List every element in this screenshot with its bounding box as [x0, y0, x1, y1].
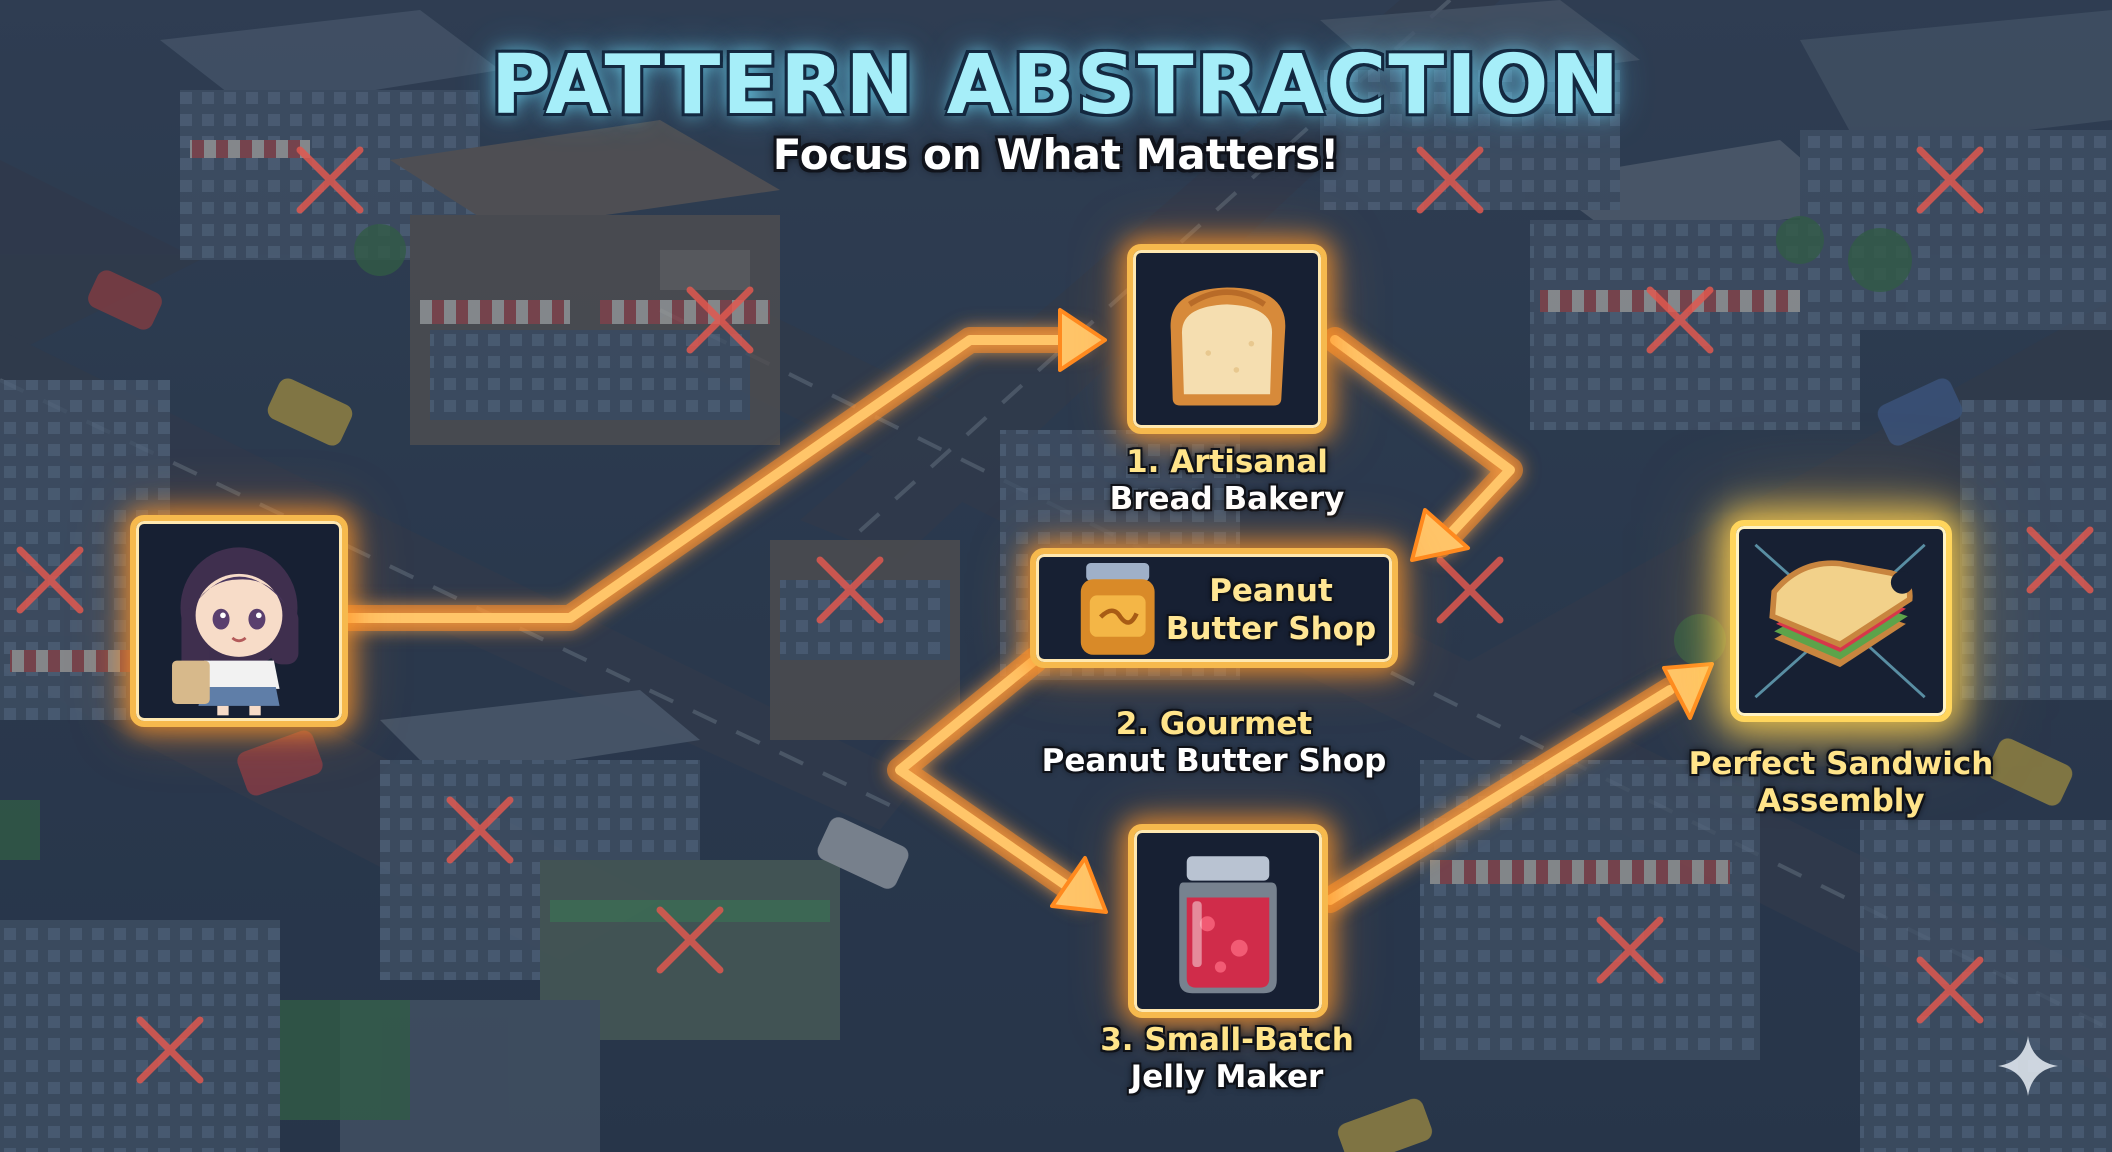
peanut-butter-inline-label: Peanut Butter Shop — [1156, 572, 1386, 648]
page-title: PATTERN ABSTRACTION — [490, 38, 1622, 133]
start-node — [130, 515, 348, 727]
peanut-butter-label: 2. Gourmet Peanut Butter Shop — [1004, 706, 1424, 780]
route-to-bakery — [327, 327, 1093, 631]
goal-label-line2: Assembly — [1757, 783, 1925, 819]
jelly-label-line1: 3. Small-Batch — [1100, 1022, 1354, 1058]
sparkle-icon — [1998, 1036, 2058, 1096]
arrowhead-bakery — [1058, 308, 1107, 372]
page-subtitle: Focus on What Matters! — [772, 130, 1340, 179]
goal-label-line1: Perfect Sandwich — [1688, 746, 1994, 782]
peanut-butter-label-line2: Peanut Butter Shop — [1041, 743, 1387, 779]
peanut-butter-inline-line1: Peanut — [1209, 573, 1333, 609]
ignored-detail-marks — [16, 146, 2094, 1084]
bakery-node — [1127, 244, 1327, 434]
peanut-butter-node: Peanut Butter Shop — [1030, 548, 1398, 668]
goal-label: Perfect Sandwich Assembly — [1631, 746, 2051, 820]
jelly-node — [1128, 824, 1328, 1018]
goal-node — [1730, 520, 1952, 722]
peanut-butter-jar-icon — [1080, 563, 1155, 655]
jelly-label-line2: Jelly Maker — [1130, 1059, 1324, 1095]
sandwich-icon — [1754, 543, 1926, 699]
jelly-jar-icon — [1179, 856, 1277, 994]
arrowhead-peanut-butter — [1410, 508, 1470, 562]
girl-shopper-icon — [172, 547, 299, 716]
peanut-butter-inline-line2: Butter Shop — [1165, 611, 1377, 647]
bakery-label: 1. Artisanal Bread Bakery — [1017, 444, 1437, 518]
peanut-butter-label-line1: 2. Gourmet — [1115, 706, 1313, 742]
bakery-label-line2: Bread Bakery — [1109, 481, 1345, 517]
bread-icon — [1170, 287, 1286, 406]
arrowhead-sandwich — [1662, 662, 1714, 720]
bakery-label-line1: 1. Artisanal — [1126, 444, 1328, 480]
arrowhead-jelly — [1050, 856, 1108, 914]
jelly-label: 3. Small-Batch Jelly Maker — [1017, 1022, 1437, 1096]
